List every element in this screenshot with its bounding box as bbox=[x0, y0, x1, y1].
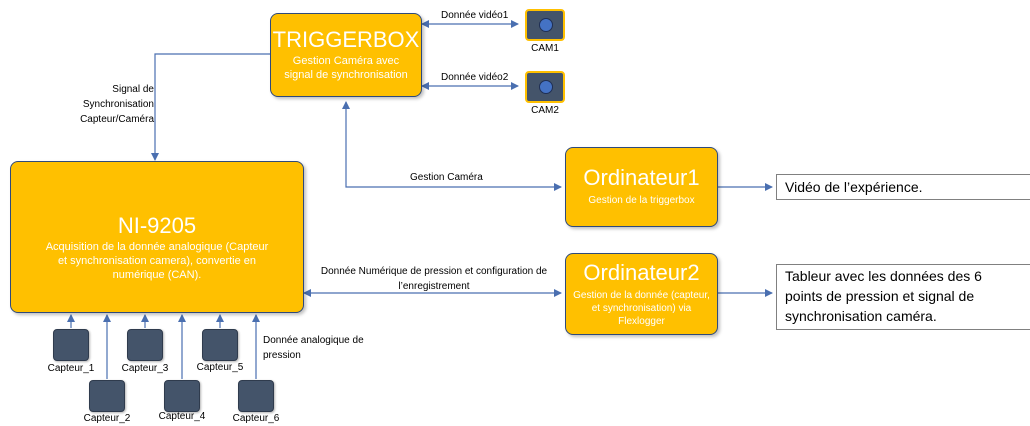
numerique-label: Donnée Numérique de pression et configur… bbox=[320, 266, 548, 292]
ni9205-block: NI-9205 Acquisition de la donnée analogi… bbox=[10, 161, 304, 313]
sensor-1-icon bbox=[53, 329, 89, 361]
sensor-5-label: Capteur_5 bbox=[196, 362, 244, 373]
ordinateur1-desc: Gestion de la triggerbox bbox=[588, 195, 695, 206]
sensor-6-label: Capteur_6 bbox=[232, 413, 280, 424]
tableur-output-box: Tableur avec les données des 6 points de… bbox=[776, 264, 1030, 330]
camera-2-label: CAM2 bbox=[531, 105, 559, 116]
video1-label: Donnée vidéo1 bbox=[441, 10, 509, 21]
ni9205-desc: Acquisition de la donnée analogique (Cap… bbox=[45, 241, 269, 281]
ordinateur2-title: Ordinateur2 bbox=[583, 259, 700, 285]
sensor-3-label: Capteur_3 bbox=[121, 363, 169, 374]
camera-1-label: CAM1 bbox=[531, 43, 559, 54]
triggerbox-desc: Gestion Caméra avec signal de synchronis… bbox=[284, 55, 408, 81]
sensor-4-icon bbox=[164, 380, 200, 412]
camera-2-icon bbox=[525, 71, 565, 103]
sensor-2-icon bbox=[89, 380, 125, 412]
analogique-label: Donnée analogique de pression bbox=[263, 335, 364, 361]
sensor-2-label: Capteur_2 bbox=[83, 413, 131, 424]
ni9205-title: NI-9205 bbox=[117, 213, 197, 238]
video2-label: Donnée vidéo2 bbox=[441, 72, 509, 83]
sync-link bbox=[151, 53, 270, 161]
video-output-box: Vidéo de l’expérience. bbox=[776, 174, 1030, 200]
triggerbox-title: TRIGGERBOX bbox=[272, 27, 420, 52]
ordinateur2-desc: Gestion de la donnée (capteur, et synchr… bbox=[573, 289, 710, 327]
gestion-camera-label: Gestion Caméra bbox=[410, 172, 483, 183]
triggerbox-block: TRIGGERBOX Gestion Caméra avec signal de… bbox=[270, 13, 422, 97]
ordinateur1-title: Ordinateur1 bbox=[583, 165, 700, 190]
ordinateur1-block: Ordinateur1 Gestion de la triggerbox bbox=[565, 147, 718, 227]
sensor-4-label: Capteur_4 bbox=[158, 411, 206, 422]
camera-1-icon bbox=[525, 9, 565, 41]
sensor-5-icon bbox=[202, 329, 238, 361]
ordinateur2-block: Ordinateur2 Gestion de la donnée (capteu… bbox=[565, 253, 718, 335]
sensor-1-label: Capteur_1 bbox=[47, 363, 95, 374]
sensor-6-icon bbox=[238, 380, 274, 412]
sensor-3-icon bbox=[127, 329, 163, 361]
sync-label: Signal de Synchronisation Capteur/Caméra bbox=[80, 84, 154, 125]
